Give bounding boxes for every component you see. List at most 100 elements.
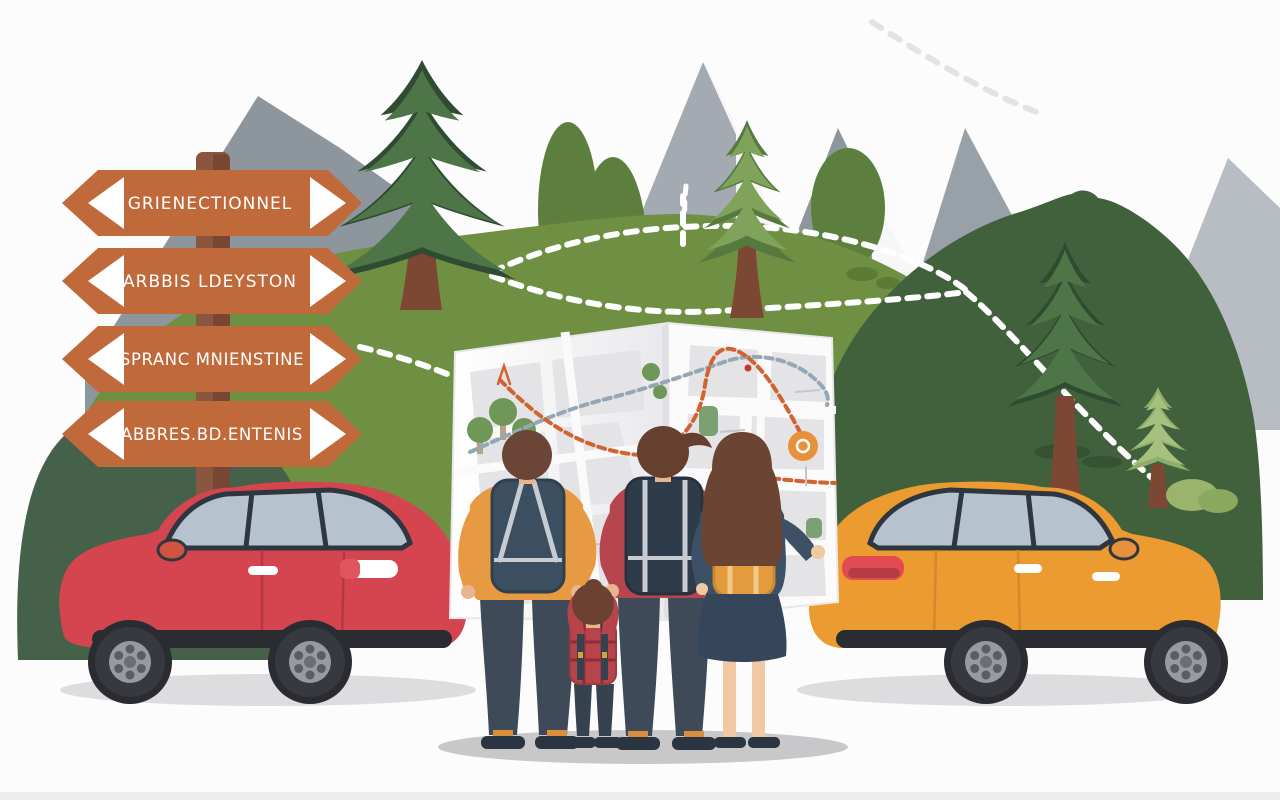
pine-trunk	[1148, 464, 1168, 508]
door-handle	[248, 566, 278, 575]
shoe	[594, 737, 622, 748]
sock	[628, 731, 648, 738]
arrow-right-icon	[310, 255, 346, 307]
right-arm	[572, 506, 597, 589]
pointing-hand	[811, 545, 825, 559]
side-mirror-icon	[156, 538, 188, 562]
sock	[684, 731, 704, 738]
arrow-right-icon	[310, 333, 346, 385]
light-pine-tree	[1125, 387, 1191, 508]
trail-right-descent	[963, 289, 1155, 481]
leg	[532, 598, 576, 735]
strap	[601, 622, 608, 680]
sky-trail-dashes	[869, 19, 1045, 117]
map-park	[699, 406, 718, 436]
map-tree-icon	[653, 385, 667, 399]
signpost: GRIENECTIONNEL ARBBIS LDEYSTON SPRANC MN…	[62, 152, 362, 512]
head-hair	[637, 426, 689, 478]
arrow-left-icon	[88, 177, 124, 229]
trail-loop-upper	[489, 222, 969, 293]
direction-sign-4: ABBRES.BD.ENTENIS	[62, 401, 362, 467]
front-wheel	[88, 620, 172, 704]
large-pine-tree-left	[328, 60, 516, 310]
car-windows	[164, 487, 413, 551]
father	[458, 430, 597, 749]
sign-board	[62, 326, 362, 392]
map-tree-icon	[642, 363, 660, 381]
rocker-panel	[92, 630, 452, 648]
map-label-scribble	[794, 389, 821, 393]
direction-sign-2: ARBBIS LDEYSTON	[62, 248, 362, 314]
long-hair	[701, 432, 783, 566]
shoe	[481, 736, 525, 749]
hill-trails	[357, 193, 1155, 481]
map-tree-icon	[467, 417, 493, 443]
shoe	[616, 737, 660, 750]
red-car	[59, 481, 468, 704]
map-parks	[699, 406, 822, 538]
map-street	[454, 440, 669, 477]
window-pillars	[243, 489, 329, 548]
map-block	[470, 362, 545, 430]
sock	[547, 730, 567, 737]
family	[458, 426, 825, 750]
map-street	[560, 331, 605, 619]
dark-hill-pine-large	[1007, 242, 1123, 505]
arrow-right-icon	[310, 408, 346, 460]
small-bush	[1198, 489, 1238, 513]
center-pine-tree	[698, 120, 796, 318]
sign-label: GRIENECTIONNEL	[128, 194, 293, 214]
crest-scribble	[846, 267, 878, 281]
crest-scribble	[876, 277, 900, 289]
trail-sign-spur	[357, 344, 455, 379]
light-bushes-right	[1166, 479, 1238, 513]
hand	[461, 585, 475, 599]
mother	[691, 432, 825, 748]
orange-car	[808, 481, 1228, 704]
door-handle	[1014, 564, 1042, 573]
hill-silhouette-decor	[846, 267, 981, 471]
rear-wheel	[268, 620, 352, 704]
direction-sign-3: SPRANC MNIENSTINE	[62, 326, 362, 392]
map-street	[669, 402, 837, 414]
head-hair	[572, 583, 614, 625]
arrow-left-icon	[88, 255, 124, 307]
leg	[618, 596, 660, 736]
hair-tuft	[585, 579, 602, 585]
left-arm	[458, 506, 477, 590]
backpack-straps	[642, 480, 688, 592]
map-badge-icon	[788, 431, 818, 461]
route-start-marker-icon	[496, 362, 512, 386]
bottom-strip	[0, 792, 1280, 800]
sock	[493, 730, 513, 737]
strap-clip	[578, 652, 583, 658]
sign-board	[62, 248, 362, 314]
sign-board	[62, 401, 362, 467]
rear-wheel	[944, 620, 1028, 704]
taillight-red	[340, 559, 360, 579]
leg	[752, 656, 765, 738]
plaid-lines	[570, 622, 616, 684]
strap	[577, 622, 584, 680]
shoe	[568, 737, 596, 748]
window-pillars	[951, 489, 1037, 548]
backpack	[624, 476, 704, 596]
map-park	[806, 518, 822, 538]
backpack	[490, 478, 566, 594]
left-arm	[599, 506, 624, 589]
sign-label: ARBBIS LDEYSTON	[123, 272, 297, 292]
head-hair	[502, 430, 552, 480]
taillight-shade	[848, 568, 900, 578]
flat-shoe	[714, 737, 746, 748]
leg	[574, 684, 592, 736]
arrow-left-icon	[88, 333, 124, 385]
hill-scribble	[1082, 456, 1122, 468]
arrow-right-icon	[310, 177, 346, 229]
map-badge-glyph	[795, 438, 811, 454]
side-mirror-icon	[1108, 537, 1140, 561]
door-handle	[1092, 572, 1120, 581]
route-orange-dotted	[498, 346, 802, 458]
pine-trunk	[730, 232, 764, 318]
hand	[696, 583, 708, 595]
